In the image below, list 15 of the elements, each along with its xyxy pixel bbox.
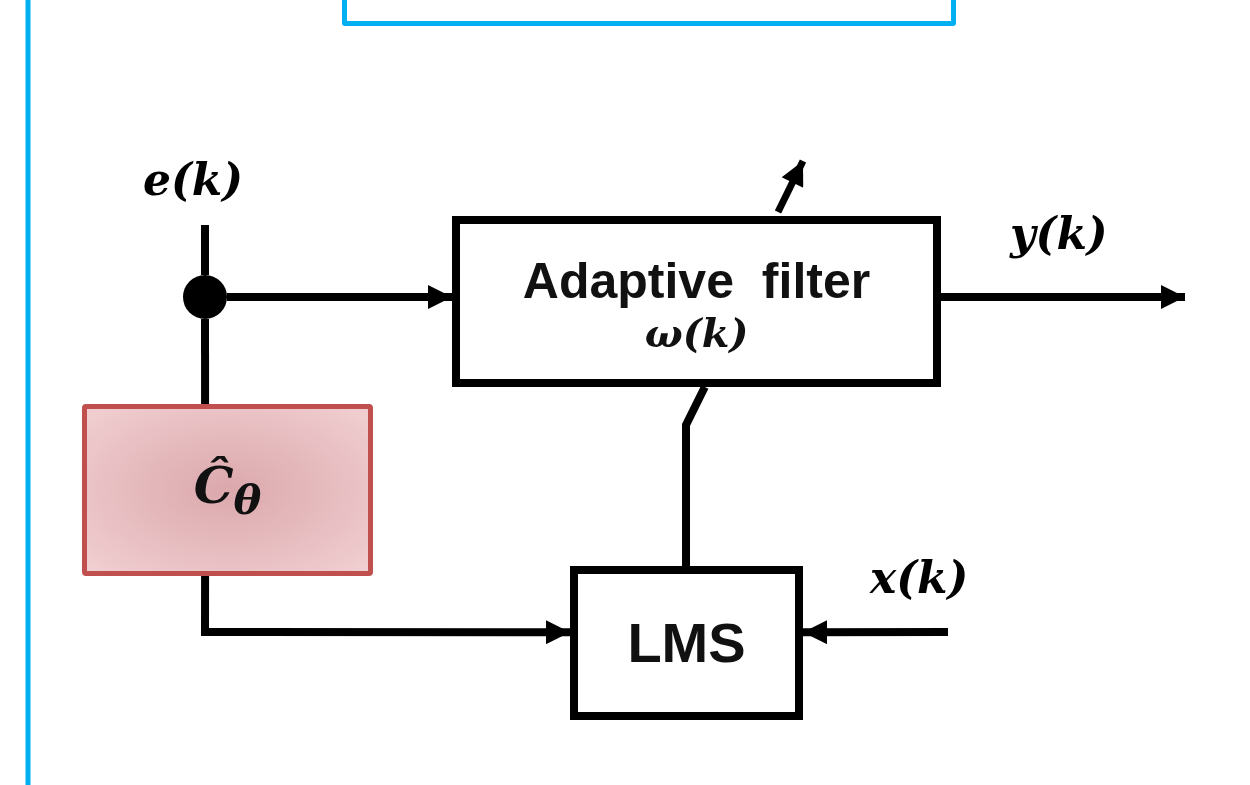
weight-label: ω(k) xyxy=(644,310,749,357)
connector-line xyxy=(682,385,709,566)
title-box xyxy=(342,0,956,26)
process-box xyxy=(452,216,941,387)
process-box xyxy=(570,566,803,720)
signal-label: e(k) xyxy=(143,158,244,202)
junction-dot xyxy=(183,275,227,319)
transfer-function-label: Ĉ$_{θ}$ xyxy=(193,456,262,524)
arrow xyxy=(227,285,452,310)
connector-line xyxy=(201,319,210,404)
block-name: LMS xyxy=(627,610,746,676)
filter-name: Adaptive filter xyxy=(522,252,871,311)
arrow xyxy=(201,576,570,645)
estimator-box xyxy=(82,404,373,576)
signal-label: x(k) xyxy=(870,556,969,600)
